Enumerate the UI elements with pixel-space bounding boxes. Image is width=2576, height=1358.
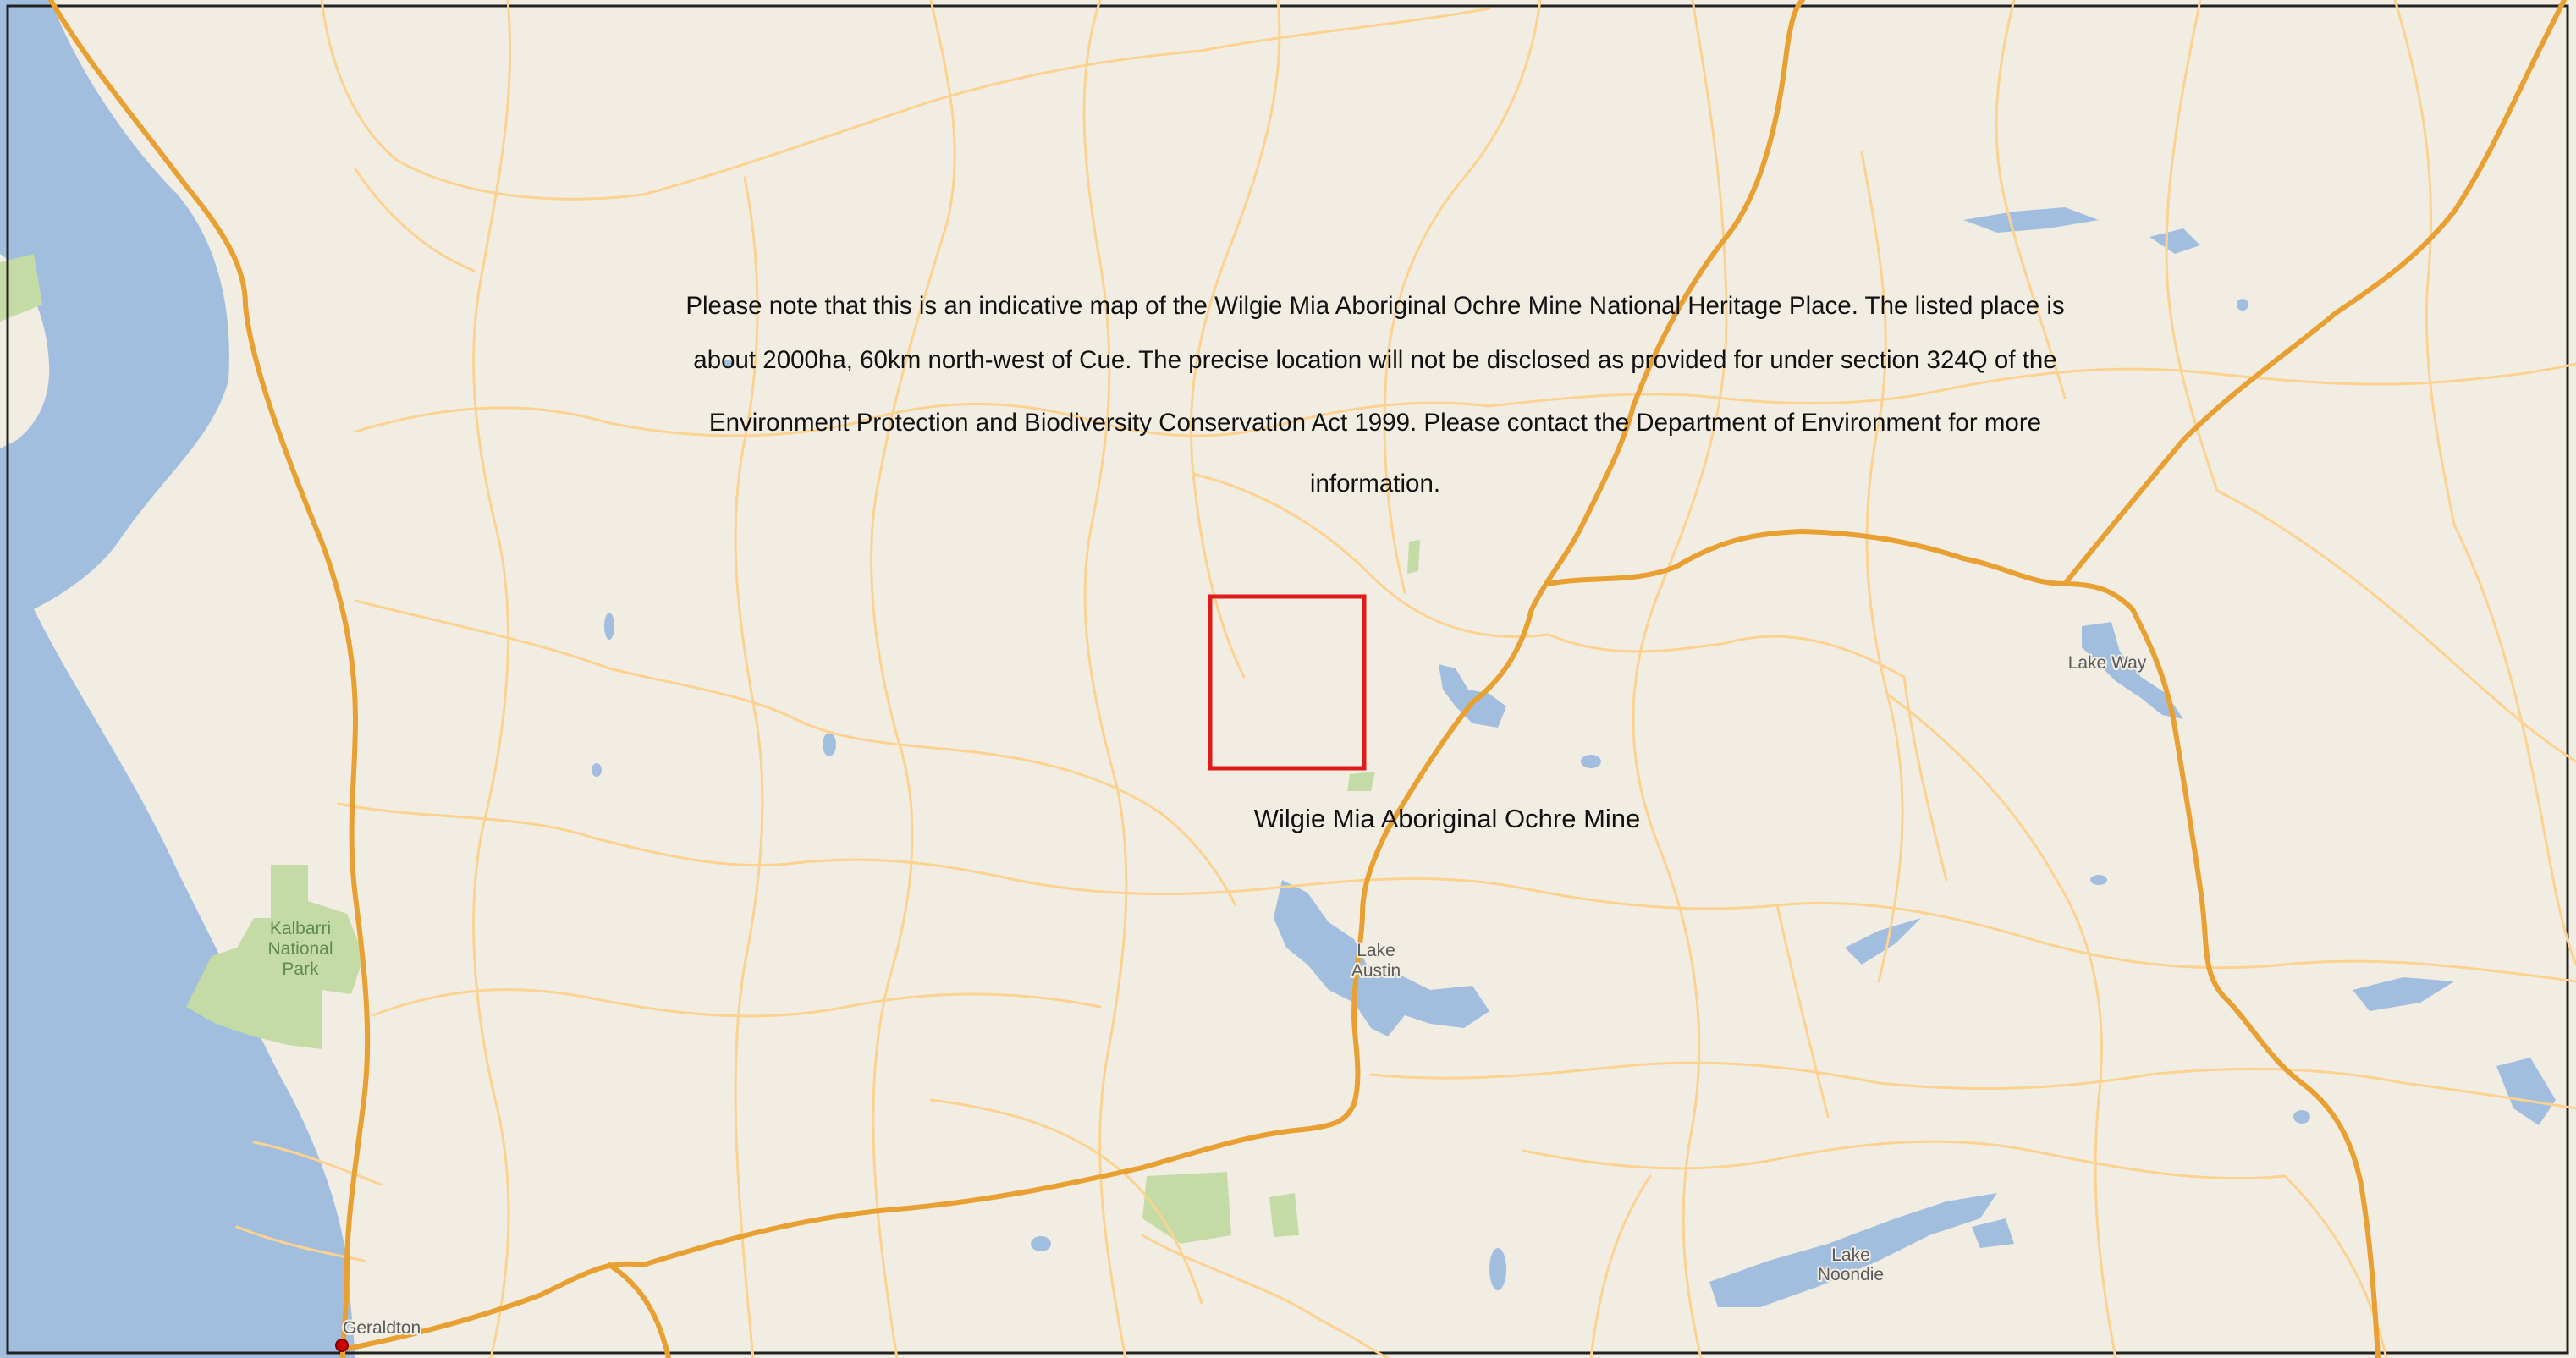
lake-water	[2293, 1110, 2310, 1124]
lake-water	[2353, 977, 2454, 1011]
lake-water	[1972, 1218, 2014, 1248]
disclaimer-line: about 2000ha, 60km north-west of Cue. Th…	[693, 346, 2057, 374]
lake-water	[2496, 1058, 2556, 1125]
site-highlight-box[interactable]	[1208, 594, 1367, 771]
highway-goldfields	[1546, 529, 2381, 1358]
lake-noondie-label-line: Noondie	[1818, 1265, 1884, 1284]
lake-water	[1845, 918, 1921, 965]
kalbarri-label-line: Kalbarri	[270, 919, 331, 938]
disclaimer-line: Environment Protection and Biodiversity …	[708, 409, 2042, 437]
lake-water	[604, 613, 614, 640]
park-area	[1142, 1172, 1231, 1244]
park-area	[1269, 1193, 1299, 1237]
lake-noondie-label-line: Lake	[1831, 1245, 1870, 1265]
site-caption: Wilgie Mia Aboriginal Ochre Mine	[1253, 804, 1641, 833]
park-area	[1407, 540, 1420, 574]
ocean	[0, 0, 355, 1358]
bay-inlet	[76, 330, 136, 550]
minor-roads	[235, 0, 2576, 1358]
highway-north	[1351, 0, 1805, 1107]
highway-northeast	[2062, 0, 2567, 586]
disclaimer-notice: Please note that this is an indicative m…	[592, 279, 2158, 498]
lake-water	[724, 360, 732, 368]
disclaimer-line: Please note that this is an indicative m…	[685, 292, 2065, 320]
lake-water	[1031, 1236, 1051, 1251]
lake-water	[2090, 875, 2107, 885]
kalbarri-label-line: National	[267, 939, 333, 959]
lake-water	[1581, 755, 1601, 768]
lake-water	[592, 763, 602, 777]
highway-east	[340, 1102, 1357, 1352]
lake-way-water	[2082, 622, 2183, 719]
disclaimer-line: information.	[1309, 470, 1441, 498]
lake-water	[2149, 228, 2200, 254]
lake-austin-water	[1274, 880, 1489, 1036]
highway-coastal	[48, 0, 371, 1358]
lake-water	[1439, 664, 1506, 728]
geraldton-label: Geraldton	[343, 1318, 421, 1338]
kalbarri-park	[186, 865, 364, 1049]
lake-way-label: Lake Way	[2068, 653, 2147, 673]
geraldton-town-marker[interactable]	[335, 1339, 349, 1352]
kalbarri-label-line: Park	[282, 959, 319, 979]
lake-water	[2237, 299, 2248, 311]
lake-water	[823, 733, 836, 756]
highway-branch	[607, 1262, 671, 1358]
park-area	[1347, 772, 1375, 791]
lake-water	[1963, 207, 2099, 233]
lake-water	[1489, 1248, 1506, 1290]
lake-austin-label-line: Austin	[1351, 961, 1401, 981]
island	[0, 254, 42, 322]
map-border	[6, 4, 2569, 1355]
lake-noondie-water	[1709, 1193, 1997, 1307]
major-roads	[48, 0, 2567, 1358]
lake-austin-label-line: Lake	[1357, 941, 1395, 960]
